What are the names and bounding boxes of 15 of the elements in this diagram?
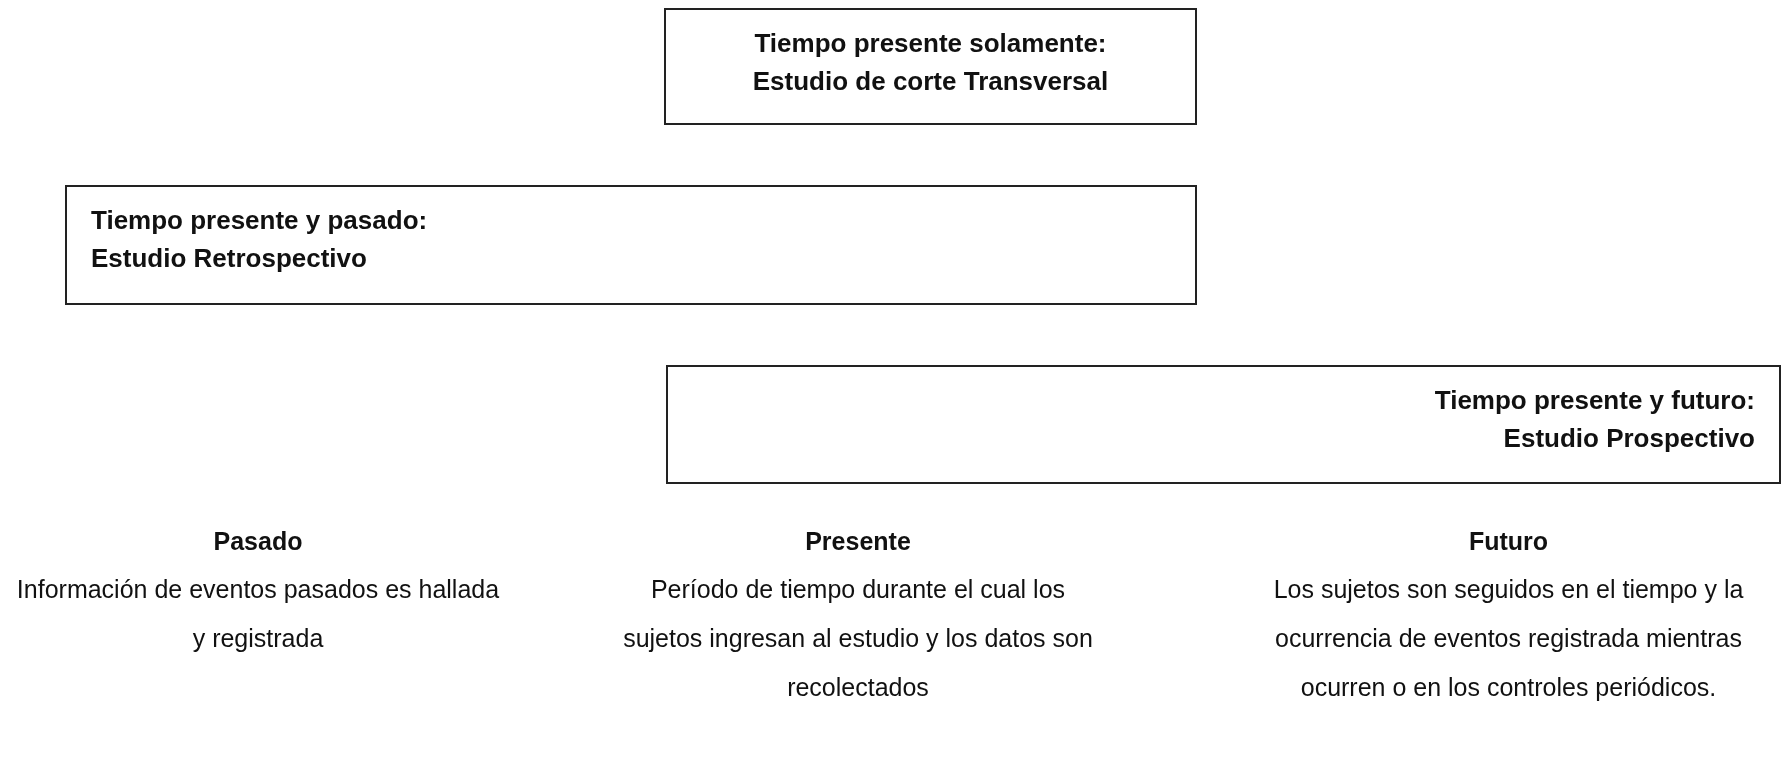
column-heading: Presente [804, 526, 912, 557]
description-text: Período de tiempo durante el cual los sujetos ingresan al estudio y los datos son recolectados [622, 574, 1094, 703]
text-box [666, 365, 1781, 484]
box-heading: Estudio de corte Transversal [751, 65, 1110, 98]
box-heading: Tiempo presente solamente: [753, 27, 1108, 60]
box-heading: Estudio Prospectivo [1502, 422, 1755, 455]
box-heading: Tiempo presente y futuro: [1433, 384, 1755, 417]
description-text: Información de eventos pasados es hallada y registrada [15, 574, 501, 654]
text-box [65, 185, 1197, 305]
box-heading: Estudio Retrospectivo [91, 242, 368, 275]
box-heading: Tiempo presente y pasado: [91, 204, 429, 237]
column-heading: Futuro [1467, 526, 1550, 557]
column-heading: Pasado [212, 526, 304, 557]
description-text: Los sujetos son seguidos en el tiempo y la ocurrencia de eventos registrada mientras ocurren o en los controles periódicos. [1272, 574, 1745, 703]
text-box [664, 8, 1197, 125]
